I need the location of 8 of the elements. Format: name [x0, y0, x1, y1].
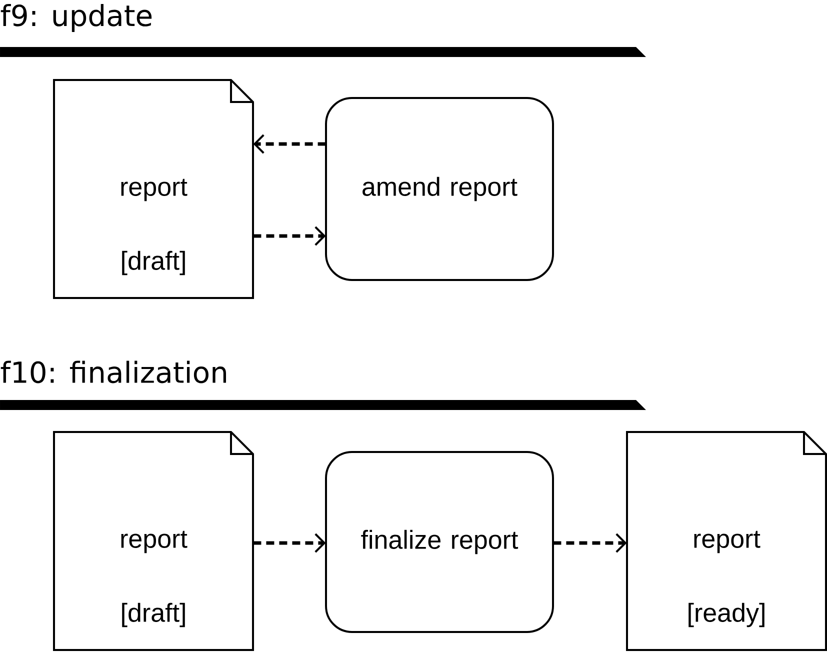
arrow [553, 533, 627, 553]
arrow [253, 134, 326, 154]
heading: f9: update [0, 4, 152, 32]
arrow [253, 226, 326, 246]
arrow [253, 533, 326, 553]
process-box: finalize report [325, 451, 554, 633]
process-box: amend report [325, 97, 554, 281]
heading: f10: finalization [0, 360, 226, 384]
